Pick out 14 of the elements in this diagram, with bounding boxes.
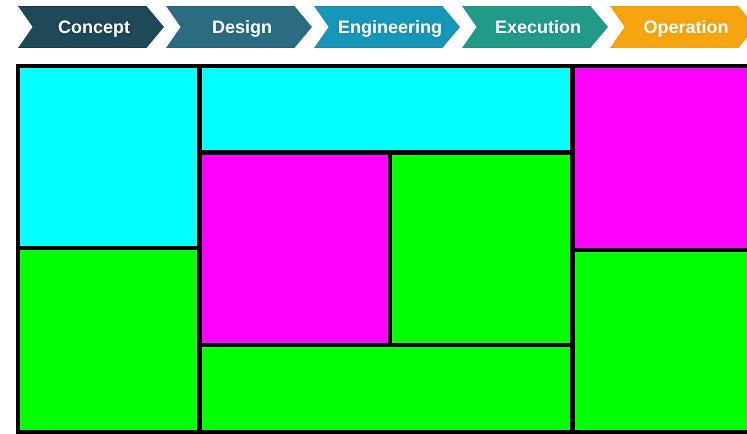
chevron-step: Operation bbox=[610, 6, 747, 48]
panel-block bbox=[575, 252, 747, 430]
panel-block bbox=[575, 68, 747, 248]
panel-block bbox=[202, 68, 570, 150]
grid-frame bbox=[16, 64, 747, 434]
panel-block bbox=[20, 250, 197, 430]
chevron-step: Design bbox=[166, 6, 312, 48]
panel-block bbox=[392, 155, 570, 343]
panel-block bbox=[202, 347, 570, 430]
chevron-step: Execution bbox=[462, 6, 608, 48]
chevron-step: Concept bbox=[18, 6, 164, 48]
panel-block bbox=[20, 68, 197, 246]
chevron-step: Engineering bbox=[314, 6, 460, 48]
panel-block bbox=[202, 155, 388, 343]
